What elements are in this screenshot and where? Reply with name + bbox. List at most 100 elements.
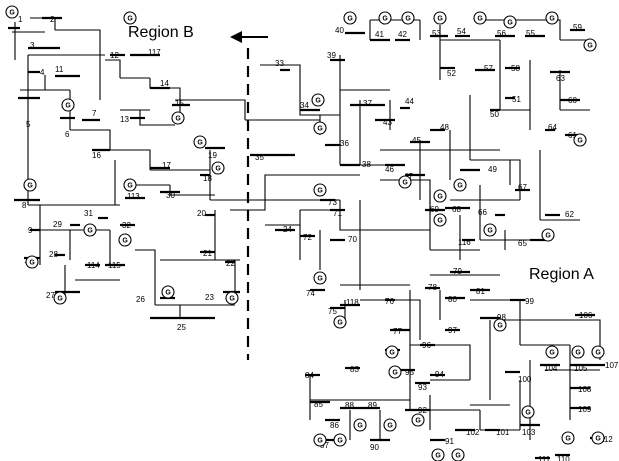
bus-90: 90 — [370, 440, 390, 452]
bus-76: 76 — [385, 297, 395, 306]
generator-icon: G — [562, 432, 574, 444]
bus-label: 48 — [440, 123, 449, 132]
bus-113: 113 — [125, 192, 145, 201]
bus-14: 14 — [150, 79, 170, 88]
bus-label: 58 — [511, 64, 520, 73]
bus-label: 81 — [476, 287, 485, 296]
bus-label: 83 — [350, 365, 359, 374]
generator-icon: G — [546, 12, 558, 24]
bus-label: 18 — [203, 174, 212, 183]
bus-70: 70 — [330, 235, 357, 244]
generator-icon: G — [434, 12, 446, 24]
bus-label: 118 — [346, 298, 359, 307]
bus-label: 1 — [18, 15, 23, 24]
bus-91: 91 — [430, 437, 454, 446]
generator-symbol: G — [337, 438, 343, 445]
bus-24: 24 — [275, 225, 295, 234]
generator-icon: G — [314, 122, 326, 134]
generator-icon: G — [334, 434, 346, 446]
generator-symbol: G — [315, 98, 321, 105]
bus-2: 2 — [42, 15, 62, 24]
bus-label: 116 — [458, 238, 471, 247]
bus-label: 80 — [448, 295, 457, 304]
generator-icon: G — [592, 432, 604, 444]
bus-111: 111 — [535, 455, 551, 461]
bus-label: 108 — [578, 385, 592, 394]
generator-symbol: G — [87, 228, 93, 235]
bus-label: 114 — [87, 261, 100, 270]
bus-label: 16 — [92, 151, 101, 160]
bus-19: 19 — [205, 148, 225, 160]
generator-icon: G — [474, 12, 486, 24]
bus-label: 7 — [92, 109, 97, 118]
generator-icon: G — [434, 214, 446, 226]
bus-label: 94 — [435, 370, 444, 379]
bus-label: 71 — [333, 209, 342, 218]
bus-35: 35 — [250, 153, 295, 162]
generator-symbol: G — [487, 228, 493, 235]
bus-58: 58 — [505, 64, 520, 73]
bus-84: 84 — [305, 371, 320, 380]
generator-symbol: G — [165, 290, 171, 297]
bus-99: 99 — [510, 297, 534, 306]
bus-67: 67 — [515, 183, 530, 192]
bus-label: 107 — [605, 361, 619, 370]
bus-label: 39 — [327, 51, 336, 60]
bus-66: 66 — [478, 208, 505, 217]
bus-label: 79 — [453, 267, 462, 276]
bus-83: 83 — [345, 365, 360, 374]
generator-icon: G — [592, 346, 604, 358]
bus-label: 90 — [370, 443, 379, 452]
bus-label: 55 — [526, 29, 535, 38]
bus-label: 43 — [383, 118, 392, 127]
generator-icon: G — [354, 419, 366, 431]
generator-symbol: G — [27, 183, 33, 190]
bus-label: 115 — [108, 261, 121, 270]
bus-100: 100 — [505, 372, 532, 384]
generator-symbol: G — [457, 183, 463, 190]
generator-symbol: G — [382, 16, 388, 23]
bus-7: 7 — [82, 109, 100, 120]
bus-label: 105 — [574, 364, 588, 373]
bus-label: 99 — [525, 297, 534, 306]
generator-icon: G — [84, 224, 96, 236]
bus-label: 33 — [275, 59, 284, 68]
bus-4: 4 — [28, 68, 45, 77]
bus-72: 72 — [300, 233, 315, 242]
bus-50: 50 — [490, 110, 500, 119]
bus-89: 89 — [360, 401, 380, 410]
bus-label: 95 — [405, 368, 414, 377]
bus-29: 29 — [53, 220, 80, 229]
bus-label: 24 — [283, 225, 292, 234]
bus-label: 96 — [422, 341, 431, 350]
bus-118: 118 — [340, 298, 360, 307]
generator-symbol: G — [392, 370, 398, 377]
bus-115: 115 — [105, 261, 125, 270]
bus-label: 12 — [110, 51, 119, 60]
generator-symbol: G — [525, 410, 531, 417]
bus-label: 74 — [306, 289, 315, 298]
bus-label: 84 — [305, 371, 314, 380]
generator-symbol: G — [389, 350, 395, 357]
bus-label: 29 — [53, 220, 62, 229]
bus-label: 104 — [544, 364, 558, 373]
bus-116: 116 — [458, 238, 475, 247]
bus-label: 21 — [203, 249, 212, 258]
bus-94: 94 — [430, 370, 445, 379]
bus-44: 44 — [400, 97, 414, 108]
bus-42: 42 — [395, 30, 410, 40]
bus-77: 77 — [390, 327, 410, 336]
bus-43: 43 — [375, 118, 395, 127]
bus-label: 100 — [518, 375, 532, 384]
bus-20: 20 — [197, 209, 215, 218]
bus-label: 28 — [49, 250, 58, 259]
bus-label: 8 — [22, 201, 27, 210]
bus-25: 25 — [150, 318, 215, 332]
generator-icon: G — [522, 406, 534, 418]
bus-label: 51 — [512, 95, 521, 104]
generator-icon: G — [484, 224, 496, 236]
bus-38: 38 — [340, 160, 371, 169]
generator-symbol: G — [127, 183, 133, 190]
bus-62: 62 — [545, 210, 574, 219]
